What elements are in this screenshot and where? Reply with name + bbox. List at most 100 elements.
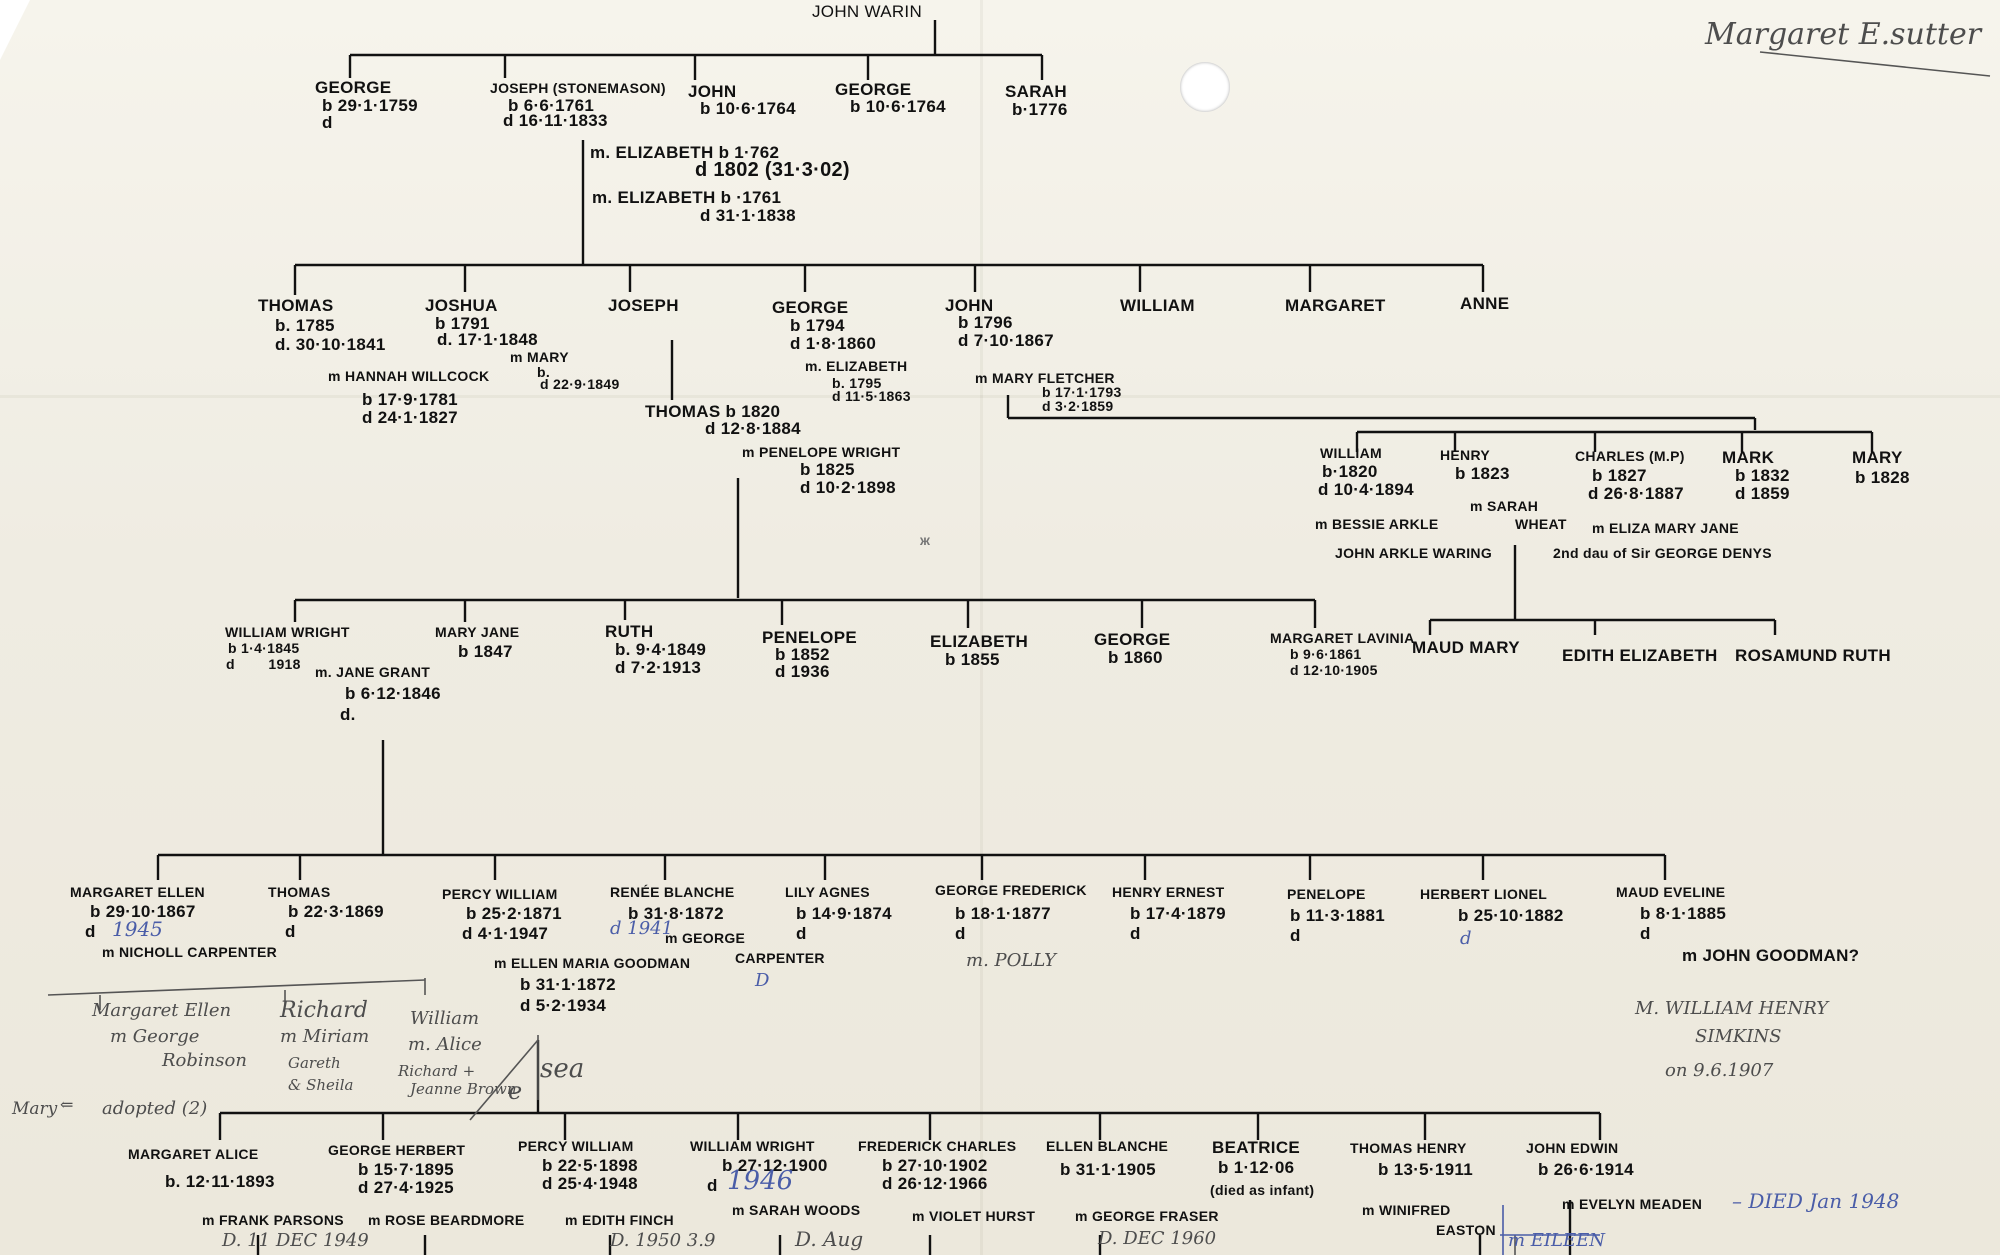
gen2-birth: b. 1785 — [275, 316, 335, 335]
gen4-birth: b 25·10·1882 — [1458, 906, 1564, 925]
thomas-1820-death: d 12·8·1884 — [705, 419, 801, 438]
gen4-death: d — [1640, 924, 1651, 943]
death-note: D. 11 DEC 1949 — [222, 1230, 369, 1251]
gen5-birth: b 1·12·06 — [1218, 1158, 1295, 1177]
gen4-name: PERCY WILLIAM — [442, 886, 558, 902]
gen5-death: d — [707, 1176, 718, 1195]
gen4-name: PENELOPE — [1287, 886, 1366, 902]
spouse-death: D — [755, 970, 770, 991]
gen3-death: d 12·10·1905 — [1290, 662, 1378, 678]
thomas-1820-name: THOMAS b 1820 — [645, 402, 781, 421]
gen4-birth: b 8·1·1885 — [1640, 904, 1727, 923]
death-note: – DIED Jan 1948 — [1732, 1189, 1900, 1213]
gen5-name: ELLEN BLANCHE — [1046, 1138, 1169, 1154]
pencil-child: Margaret Ellen — [92, 1000, 232, 1021]
gen3-birth: b 1847 — [458, 642, 513, 661]
gen4-name: THOMAS — [268, 884, 331, 900]
gen4-birth: b 14·9·1874 — [796, 904, 892, 923]
child-birth: b 1828 — [1855, 468, 1910, 487]
gen4-birth: b 17·4·1879 — [1130, 904, 1226, 923]
gen4-death: d — [85, 922, 96, 941]
spouse-death: d 3·2·1859 — [1042, 398, 1114, 414]
child-name: MARK — [1722, 448, 1775, 467]
gen4-name: LILY AGNES — [785, 884, 870, 900]
gen5-birth: b 31·1·1905 — [1060, 1160, 1156, 1179]
gen3-name: ELIZABETH — [930, 632, 1029, 651]
gen3-death: d 7·2·1913 — [615, 658, 702, 677]
gen2-name: THOMAS — [258, 296, 334, 315]
gen3-birth: b. 9·4·1849 — [615, 640, 707, 659]
gen5-death: d 27·4·1925 — [358, 1178, 454, 1197]
gen4-name: GEORGE FREDERICK — [935, 882, 1087, 898]
pencil-note: adopted (2) — [102, 1098, 208, 1119]
child-birth: b 1832 — [1735, 466, 1790, 485]
pencil-grandchildren: Richard + — [398, 1062, 476, 1080]
gen4-death: d 4·1·1947 — [462, 924, 549, 943]
pencil-grandchildren: Jeanne Brown — [410, 1080, 517, 1098]
spouse-birth: b 17·1·1793 — [1042, 384, 1122, 400]
gen5-name: JOHN EDWIN — [1526, 1140, 1619, 1156]
spouse-death: d 24·1·1827 — [362, 408, 458, 427]
spouse-name: m ELLEN MARIA GOODMAN — [494, 955, 691, 971]
gen2-death: d. 17·1·1848 — [437, 330, 538, 349]
root-name: JOHN WARIN — [812, 2, 923, 21]
child-name: HENRY — [1440, 447, 1490, 463]
gen4-death: d — [955, 924, 966, 943]
gen4-name: HERBERT LIONEL — [1420, 886, 1548, 902]
spouse-name: m NICHOLL CARPENTER — [102, 944, 278, 960]
grandchild-name: MAUD MARY — [1412, 638, 1520, 657]
spouse-name: m. ELIZABETH — [805, 358, 908, 374]
gen1-birth: b·1776 — [1012, 100, 1068, 119]
gen4-name: MARGARET ELLEN — [70, 884, 205, 900]
death-note: D. Aug — [795, 1227, 864, 1251]
gen3-birth: b 1855 — [945, 650, 1000, 669]
gen2-birth: b 1794 — [790, 316, 845, 335]
gen4-name: HENRY ERNEST — [1112, 884, 1225, 900]
death-note: D. DEC 1960 — [1098, 1228, 1217, 1249]
gen3-name: PENELOPE — [762, 628, 857, 647]
gen5-birth: b 27·10·1902 — [882, 1156, 988, 1175]
gen2-name: MARGARET — [1285, 296, 1386, 315]
corner-note: Margaret E.sutter — [1705, 17, 1982, 52]
spouse-name: m SARAH — [1470, 498, 1539, 514]
spouse-name: m EVELYN MEADEN — [1562, 1196, 1703, 1212]
gen1-name: JOHN — [688, 82, 737, 101]
gen2-death: d 7·10·1867 — [958, 331, 1054, 350]
pencil-spouse: m. Alice — [408, 1034, 482, 1055]
torn-corner — [0, 0, 30, 60]
pencil-death-year: 1945 — [112, 917, 163, 941]
spouse-name: m BESSIE ARKLE — [1315, 516, 1439, 532]
spouse-birth: b 1825 — [800, 460, 855, 479]
pencil-arrow: ⇐ — [60, 1095, 74, 1114]
spouse-name: m GEORGE — [665, 930, 746, 946]
gen3-birth: b 9·6·1861 — [1290, 646, 1362, 662]
child-birth: b·1820 — [1322, 462, 1378, 481]
child-name: CHARLES (M.P) — [1575, 448, 1685, 464]
gen4-death: d — [796, 924, 807, 943]
spouse-death: d. — [340, 705, 356, 724]
gen5-name: BEATRICE — [1212, 1138, 1301, 1157]
gen4-birth: b 31·8·1872 — [628, 904, 724, 923]
gen5-birth: b 13·5·1911 — [1378, 1160, 1473, 1179]
spouse-name: m FRANK PARSONS — [202, 1212, 344, 1228]
gen3-birth: b 1·4·1845 — [228, 640, 300, 656]
gen5-name: WILLIAM WRIGHT — [690, 1138, 815, 1154]
gen3-name: MARGARET LAVINIA — [1270, 630, 1415, 646]
spouse-name: m MARY — [510, 349, 569, 365]
gen5-birth: b 27·12·1900 — [722, 1156, 828, 1175]
gen4-death: d 1941 — [610, 918, 674, 939]
spouse-birth: b 17·9·1781 — [362, 390, 458, 409]
pencil-child: William — [410, 1008, 480, 1029]
child-name: WILLIAM — [1320, 445, 1382, 461]
pencil-note: e — [508, 1077, 523, 1105]
child-death: d 10·4·1894 — [1318, 480, 1414, 499]
spouse-name: m EDITH FINCH — [565, 1212, 674, 1228]
gen5-birth: b 15·7·1895 — [358, 1160, 454, 1179]
grandchild-name: ROSAMUND RUTH — [1735, 646, 1891, 665]
child-birth: b 1823 — [1455, 464, 1510, 483]
spouse-name: m MARY FLETCHER — [975, 370, 1115, 386]
gen3-death: d 1918 — [226, 656, 301, 672]
gen4-birth: b 22·3·1869 — [288, 902, 384, 921]
gen4-birth: b 29·10·1867 — [90, 902, 196, 921]
spouse-name: m VIOLET HURST — [912, 1208, 1036, 1224]
